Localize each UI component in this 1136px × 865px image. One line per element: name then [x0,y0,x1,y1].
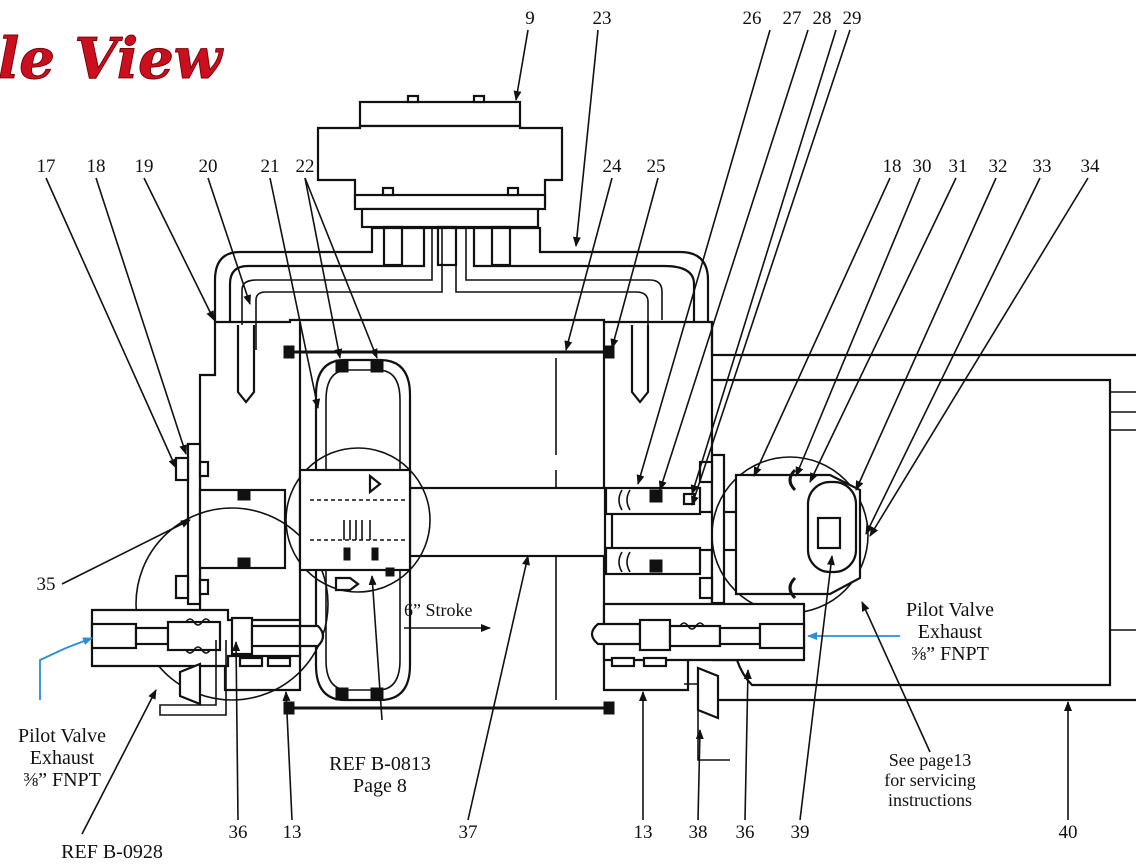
callout-36-right: 36 [736,822,755,843]
leader-lines [45,29,1089,835]
callout-9: 9 [525,8,535,29]
callout-13-right: 13 [634,822,653,843]
callout-38: 38 [689,822,708,843]
pilot-valve-left-line2: Exhaust [30,747,95,769]
callout-22: 22 [296,156,315,177]
service-note-line2: for servicing [884,770,975,790]
callout-25: 25 [647,156,666,177]
air-valve-assembly [316,94,564,267]
callout-23: 23 [593,8,612,29]
left-seal-area [90,442,329,716]
callout-13-left: 13 [283,822,302,843]
center-detail [298,468,412,592]
callout-30: 30 [913,156,932,177]
callout-35: 35 [37,574,56,595]
ref-b0928-label: REF B-0928 [61,841,163,863]
left-exhaust-arrow [39,637,93,700]
ref-b0813-label: REF B-0813 [329,753,431,775]
service-note-line1: See page13 [889,750,971,770]
pilot-valve-left-line3: ⅜” FNPT [23,769,101,791]
callout-29: 29 [843,8,862,29]
right-seal-area [590,453,869,761]
callout-32: 32 [989,156,1008,177]
callout-31: 31 [949,156,968,177]
callout-18-right: 18 [883,156,902,177]
annotation-labels: 6” Stroke REF B-0813 Page 8 Pilot Valve … [18,599,994,863]
callout-27: 27 [783,8,802,29]
callout-34: 34 [1081,156,1101,177]
stroke-label: 6” Stroke [404,600,472,620]
callout-24: 24 [603,156,623,177]
center-detail-circle [285,447,431,593]
callout-33: 33 [1033,156,1052,177]
callout-36-left: 36 [229,822,248,843]
callout-18-left: 18 [87,156,106,177]
callout-21: 21 [261,156,280,177]
callout-37: 37 [459,822,478,843]
pilot-valve-left-line1: Pilot Valve [18,725,106,747]
pilot-valve-right-line1: Pilot Valve [906,599,994,621]
callout-39: 39 [791,822,810,843]
pilot-valve-right-line3: ⅜” FNPT [911,643,989,665]
callout-numbers: 9 23 26 27 28 29 17 18 19 20 21 22 24 25… [37,8,1101,843]
callout-19: 19 [135,156,154,177]
callout-26: 26 [743,8,762,29]
ref-b0813-page: Page 8 [353,775,407,797]
callout-17: 17 [37,156,56,177]
callout-28: 28 [813,8,832,29]
service-note-line3: instructions [888,790,972,810]
callout-40: 40 [1059,822,1078,843]
page-title: le View [0,26,224,92]
pilot-valve-right-line2: Exhaust [918,621,983,643]
callout-20: 20 [199,156,218,177]
